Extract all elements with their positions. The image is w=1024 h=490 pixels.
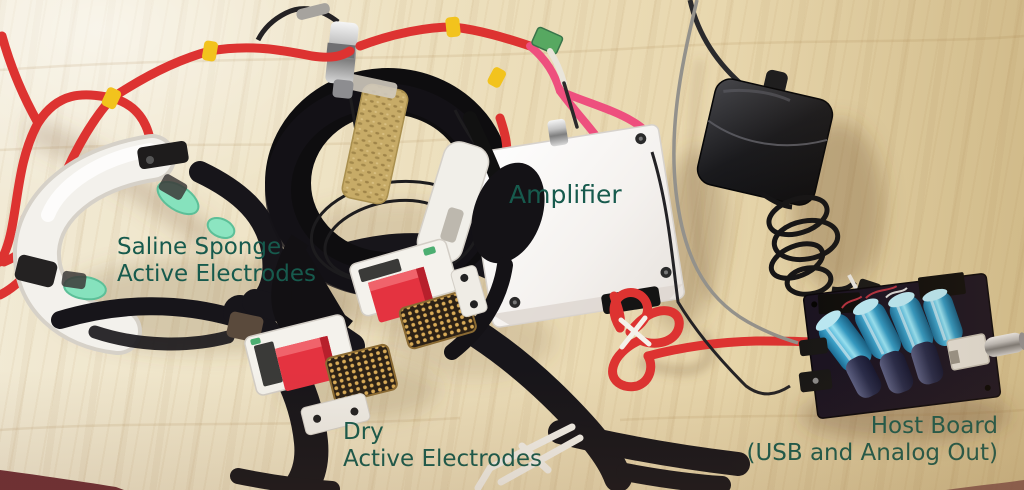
blue-capacitors: [815, 288, 963, 372]
headband-connector-left: [14, 254, 58, 288]
annotation-line: Amplifier: [509, 180, 622, 209]
white-strap-buckle: [474, 423, 584, 490]
annotation-amplifier: Amplifier: [509, 181, 622, 208]
lighting-shade-right: [724, 0, 1024, 490]
green-connector: [531, 26, 564, 55]
board-jumper-wires: [841, 285, 908, 309]
annotation-line: Saline Sponge: [117, 234, 282, 260]
white-twist-tie: [618, 315, 652, 350]
navy-capacitors: [845, 341, 944, 398]
annotation-line: Active Electrodes: [343, 446, 542, 473]
annotation-host-board: Host Board (USB and Analog Out): [746, 413, 998, 467]
annotation-line: Host Board: [746, 413, 998, 440]
coiled-red-ribbon-bow: [608, 288, 815, 392]
gold-pin-array: [325, 343, 398, 404]
host-board: [798, 272, 1024, 419]
analog-out-connector: [946, 332, 1024, 371]
ribbon-header: [798, 337, 828, 357]
annotation-saline-electrodes: Saline Sponge Active Electrodes: [117, 234, 316, 288]
dry-electrode-module-2: [244, 314, 398, 436]
dry-electrode-module-1: [349, 238, 488, 350]
power-adapter: [696, 69, 834, 206]
strap-knot: [471, 162, 545, 264]
annotation-line: Active Electrodes: [117, 261, 316, 287]
annotation-line: (USB and Analog Out): [746, 440, 998, 467]
side-electrode-module: [416, 111, 545, 360]
annotation-line: Dry: [343, 419, 542, 446]
thin-black-wire: [650, 151, 791, 396]
amplifier-input-jack: [547, 118, 569, 147]
yellow-cable-ties: [101, 16, 506, 110]
annotation-dry-electrodes: Dry Active Electrodes: [343, 419, 542, 473]
table-edge: [0, 470, 1024, 490]
sponge-electrode: [206, 216, 236, 240]
lighting-shade-bottom: [0, 370, 1024, 490]
gray-signal-cable: [672, 0, 799, 345]
